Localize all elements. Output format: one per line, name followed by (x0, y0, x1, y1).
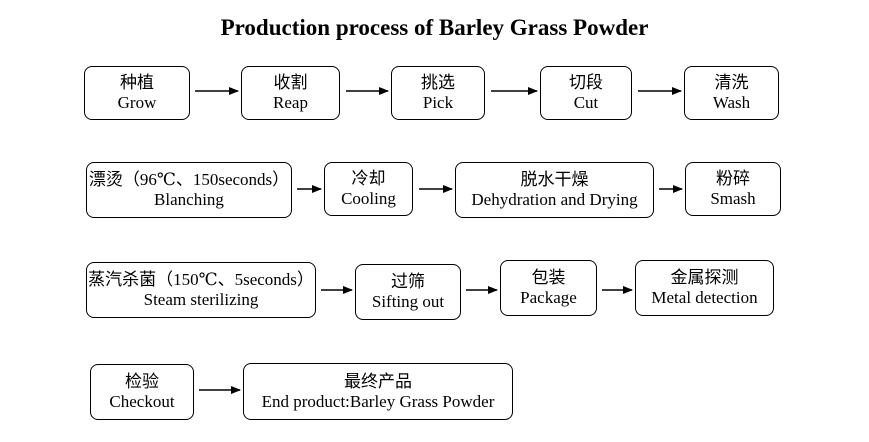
step-pick-zh: 挑选 (421, 73, 455, 92)
step-blanching: 漂烫（96℃、150seconds） Blanching (86, 162, 292, 218)
step-smash-zh: 粉碎 (716, 169, 750, 188)
step-checkout: 检验 Checkout (90, 364, 194, 420)
step-wash: 清洗 Wash (684, 66, 779, 120)
step-cooling-zh: 冷却 (351, 169, 386, 188)
step-blanching-en: Blanching (154, 190, 224, 209)
step-metal-detection-en: Metal detection (651, 288, 758, 307)
step-blanching-zh: 漂烫（96℃、150seconds） (88, 170, 290, 189)
step-dehydration-zh: 脱水干燥 (520, 170, 589, 189)
step-cut: 切段 Cut (540, 66, 632, 120)
step-pick: 挑选 Pick (391, 66, 485, 120)
step-pick-en: Pick (422, 93, 454, 112)
step-smash-en: Smash (710, 189, 756, 208)
step-grow-zh: 种植 (120, 73, 154, 92)
step-package-en: Package (520, 288, 577, 307)
step-end-product-en: End product:Barley Grass Powder (261, 391, 495, 411)
step-checkout-zh: 检验 (125, 372, 159, 391)
step-grow-en: Grow (117, 93, 157, 112)
step-checkout-en: Checkout (109, 392, 175, 411)
step-wash-en: Wash (712, 93, 751, 112)
step-steam-sterilizing-zh: 蒸汽杀菌（150℃、5seconds） (88, 270, 314, 289)
step-sifting-out-en: Sifting out (371, 292, 445, 311)
step-cooling: 冷却 Cooling (324, 162, 413, 216)
step-cut-en: Cut (573, 93, 599, 112)
step-sifting-out: 过筛 Sifting out (355, 264, 461, 320)
step-end-product-zh: 最终产品 (344, 371, 412, 391)
step-package: 包装 Package (500, 260, 597, 316)
step-dehydration: 脱水干燥 Dehydration and Drying (455, 162, 654, 218)
step-sifting-out-zh: 过筛 (391, 272, 425, 291)
step-cooling-en: Cooling (341, 189, 396, 208)
step-metal-detection-zh: 金属探测 (670, 268, 739, 287)
step-reap-zh: 收割 (273, 73, 308, 92)
step-end-product: 最终产品 End product:Barley Grass Powder (243, 363, 513, 420)
step-smash: 粉碎 Smash (685, 162, 781, 216)
step-cut-zh: 切段 (569, 73, 603, 92)
step-steam-sterilizing-en: Steam sterilizing (143, 290, 259, 309)
step-dehydration-en: Dehydration and Drying (471, 190, 638, 209)
step-package-zh: 包装 (531, 268, 566, 287)
step-steam-sterilizing: 蒸汽杀菌（150℃、5seconds） Steam sterilizing (86, 262, 316, 318)
step-reap-en: Reap (273, 93, 308, 112)
diagram-title: Production process of Barley Grass Powde… (220, 15, 649, 40)
step-metal-detection: 金属探测 Metal detection (635, 260, 774, 316)
step-wash-zh: 清洗 (714, 73, 749, 92)
step-reap: 收割 Reap (241, 66, 340, 120)
step-grow: 种植 Grow (84, 66, 190, 120)
